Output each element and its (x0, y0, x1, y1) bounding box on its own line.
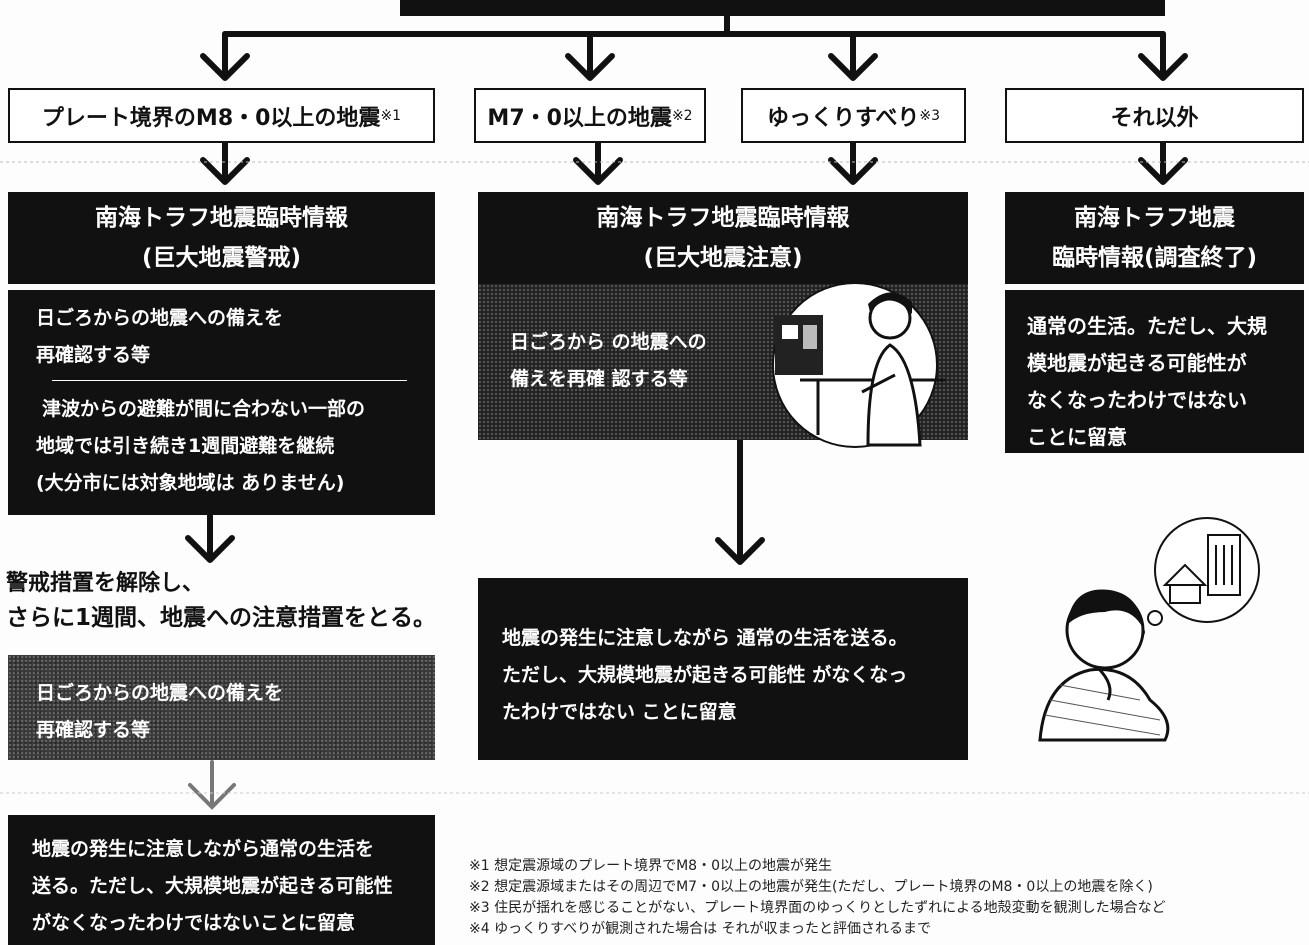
top-banner (400, 0, 1165, 16)
caution-final-line-3: たわけではない ことに留意 (502, 701, 737, 723)
category-m7: M7・0以上の地震※2 (474, 88, 706, 143)
arrow-down-icon (200, 157, 250, 185)
footnote-mark-2: ※2 (671, 107, 693, 124)
alert-line-3: 津波からの避難が間に合わない一部の (42, 398, 366, 420)
caution-line-1: 日ごろから の地震への (510, 331, 707, 353)
caution-info-header: 南海トラフ地震臨時情報 (巨大地震注意) (478, 192, 968, 284)
category-slip-label: ゆっくりすべり (766, 105, 920, 131)
caution-line-2: 備えを再確 認する等 (510, 368, 688, 390)
note-3: ※3 住民が揺れを感じることがない、プレート境界面のゆっくりとしたずれによる地殻… (469, 900, 1166, 916)
prepare-box: 日ごろからの地震への備えを 再確認する等 (8, 655, 435, 760)
ended-line-3: なくなったわけではない (1027, 388, 1247, 412)
note-2: ※2 想定震源域またはその周辺でM7・0以上の地震が発生(ただし、プレート境界の… (469, 879, 1153, 895)
caution-final-line-2: ただし、大規模地震が起きる可能性 がなくなっ (502, 664, 908, 686)
final-left-line-1: 地震の発生に注意しながら通常の生活を (32, 838, 375, 860)
caution-final-line-1: 地震の発生に注意しながら 通常の生活を送る。 (502, 627, 908, 649)
arrow-down-icon (1138, 53, 1188, 81)
alert-action-box: 日ごろからの地震への備えを 再確認する等 津波からの避難が間に合わない一部の 地… (8, 290, 435, 515)
divider (52, 380, 407, 381)
final-left-line-2: 送る。ただし、大規模地震が起きる可能性 (32, 875, 393, 897)
arrow-down-icon (715, 537, 765, 565)
final-left-box: 地震の発生に注意しながら通常の生活を 送る。ただし、大規模地震が起きる可能性 が… (8, 815, 435, 945)
caution-action-box: 日ごろから の地震への 備えを再確 認する等 (478, 284, 968, 440)
caution-header-line2: (巨大地震注意) (643, 245, 803, 271)
prepare-line-2: 再確認する等 (36, 719, 151, 741)
arrow-down-icon (1138, 157, 1188, 185)
ended-header-line2: 臨時情報(調査終了) (1051, 245, 1258, 271)
final-left-line-3: がなくなったわけではないことに留意 (32, 912, 356, 934)
caution-final-box: 地震の発生に注意しながら 通常の生活を送る。 ただし、大規模地震が起きる可能性 … (478, 578, 968, 760)
category-other: それ以外 (1005, 88, 1304, 143)
category-m7-label: M7・0以上の地震 (487, 105, 672, 131)
release-line-2: さらに1週間、地震への注意措置をとる。 (6, 605, 437, 631)
category-plate-label: プレート境界のM8・0以上の地震 (41, 105, 381, 131)
note-1: ※1 想定震源域のプレート境界でM8・0以上の地震が発生 (469, 858, 832, 874)
prepare-line-1: 日ごろからの地震への備えを (36, 682, 284, 704)
alert-line-4: 地域では引き続き1週間避難を継続 (36, 435, 335, 457)
arrow-down-icon (828, 157, 878, 185)
release-line-1: 警戒措置を解除し、 (6, 571, 205, 596)
alert-line-2: 再確認する等 (36, 344, 151, 366)
ended-line-1: 通常の生活。ただし、大規 (1027, 314, 1267, 338)
alert-line-1: 日ごろからの地震への備えを (36, 307, 284, 329)
alert-header-line2: (巨大地震警戒) (141, 245, 302, 271)
caution-header-line1: 南海トラフ地震臨時情報 (596, 205, 850, 231)
category-plate-boundary: プレート境界のM8・0以上の地震※1 (8, 88, 435, 143)
ended-info-header: 南海トラフ地震 臨時情報(調査終了) (1005, 192, 1304, 284)
ended-header-line1: 南海トラフ地震 (1074, 205, 1235, 231)
alert-header-line1: 南海トラフ地震臨時情報 (95, 205, 348, 231)
ended-action-box: 通常の生活。ただし、大規 模地震が起きる可能性が なくなったわけではない ことに… (1005, 290, 1304, 453)
arrow-down-icon (573, 157, 623, 185)
arrow-down-icon (185, 535, 235, 563)
alert-info-header: 南海トラフ地震臨時情報 (巨大地震警戒) (8, 192, 435, 284)
release-text: 警戒措置を解除し、 さらに1週間、地震への注意措置をとる。 (6, 566, 446, 636)
arrow-down-icon (828, 53, 878, 81)
ended-line-4: ことに留意 (1027, 425, 1127, 449)
note-4: ※4 ゆっくりすべりが観測された場合は それが収まったと評価されるまで (469, 921, 931, 937)
category-other-label: それ以外 (1110, 105, 1199, 131)
footnotes: ※1 想定震源域のプレート境界でM8・0以上の地震が発生 ※2 想定震源域または… (469, 856, 1309, 940)
arrow-down-icon (188, 783, 236, 810)
arrow-down-icon (200, 53, 250, 81)
ended-line-2: 模地震が起きる可能性が (1027, 351, 1247, 375)
alert-line-5: (大分市には対象地域は ありません) (36, 472, 345, 494)
arrow-down-icon (565, 53, 615, 81)
category-slow-slip: ゆっくりすべり※3 (741, 88, 966, 143)
footnote-mark-3: ※3 (919, 107, 941, 124)
footnote-mark-1: ※1 (380, 107, 402, 124)
